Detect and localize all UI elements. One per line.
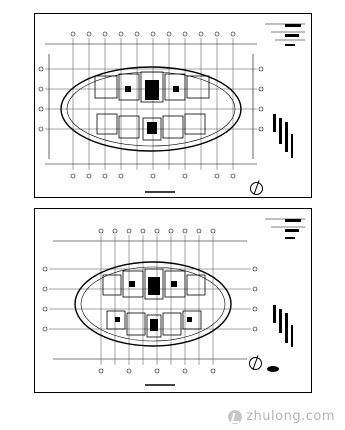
north-arrow-icon (250, 182, 263, 195)
drawing-sheet-bottom (34, 208, 312, 393)
north-arrow-icon (249, 357, 262, 370)
watermark-text: zhulong.com (246, 409, 335, 424)
watermark: zhulong.com (228, 409, 335, 424)
floor-plan-top (38, 23, 305, 193)
floor-plan-bottom (42, 218, 305, 386)
drawing-sheet-top (34, 13, 312, 198)
zhulong-logo-icon (228, 409, 243, 424)
